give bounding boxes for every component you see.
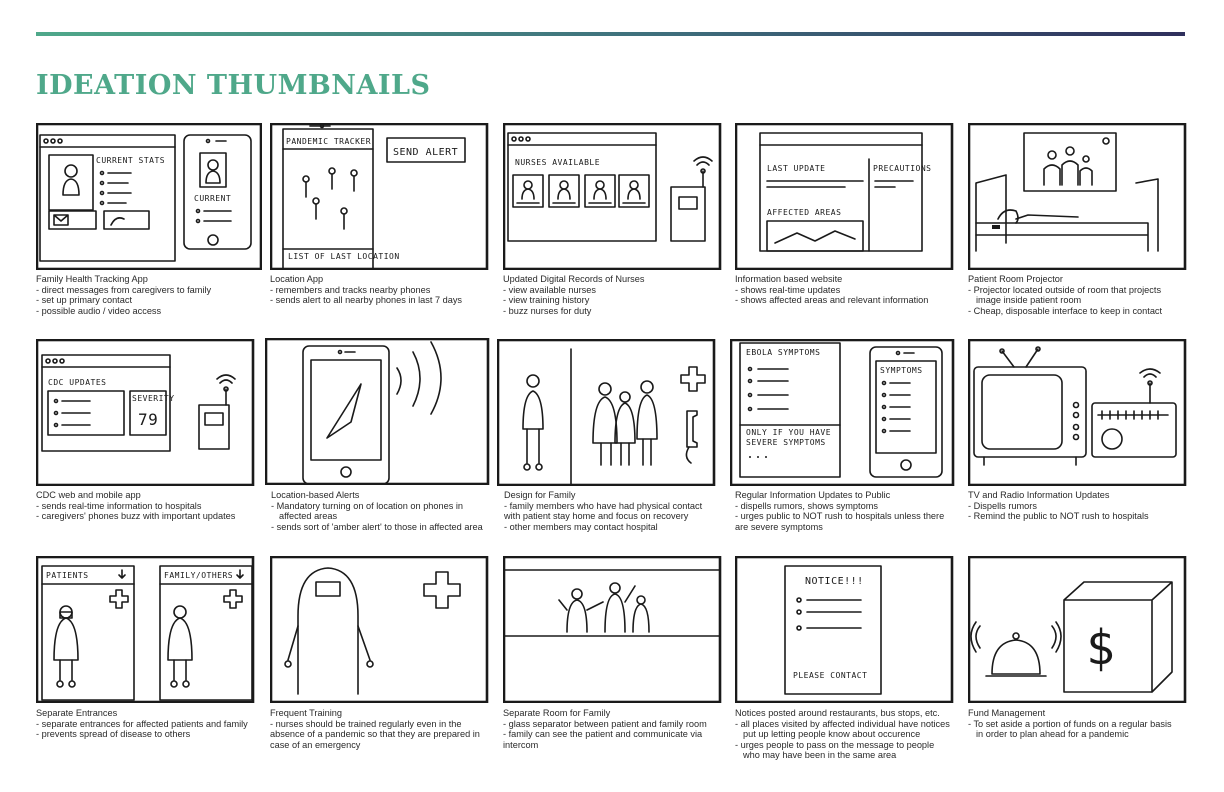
sketch-separate-room: [503, 556, 729, 703]
caption-title: Location App: [270, 274, 324, 284]
label-list-last-location: LIST OF LAST LOCATION: [288, 252, 400, 261]
label-affected-areas: AFFECTED AREAS: [767, 208, 841, 217]
caption-title: Regular Information Updates to Public: [735, 490, 891, 500]
label-severe-symptoms: SEVERE SYMPTOMS: [746, 438, 826, 447]
page-title: IDEATION THUMBNAILS: [36, 70, 431, 101]
label-precautions: PRECAUTIONS: [873, 164, 931, 173]
sketch-location-alerts: [265, 338, 491, 485]
label-severity: SEVERITY: [132, 394, 175, 403]
sketch-public-updates: EBOLA SYMPTOMS ONLY IF YOU HAVE SEVERE S…: [730, 339, 956, 486]
label-notice: NOTICE!!!: [805, 576, 864, 587]
label-symptoms: SYMPTOMS: [880, 366, 923, 375]
caption-title: Information based website: [735, 274, 843, 284]
label-current: CURRENT: [194, 194, 231, 203]
sketch-frequent-training: [270, 556, 496, 703]
caption: Notices posted around restaurants, bus s…: [735, 708, 961, 761]
label-family-others: FAMILY/OTHERS: [164, 571, 233, 580]
sketch-nurse-records: NURSES AVAILABLE: [503, 123, 729, 270]
caption-title: Location-based Alerts: [271, 490, 360, 500]
sketch-family-health-app: CURRENT STATS CURRENT: [36, 123, 262, 270]
sketch-separate-entrances: PATIENTS FAMILY/OTHERS: [36, 556, 262, 703]
label-current-stats: CURRENT STATS: [96, 156, 165, 165]
caption: Separate Entrances - separate entrances …: [36, 708, 262, 740]
label-severity-number: 79: [138, 410, 158, 429]
caption-title: Notices posted around restaurants, bus s…: [735, 708, 940, 718]
caption-title: CDC web and mobile app: [36, 490, 141, 500]
caption-title: TV and Radio Information Updates: [968, 490, 1110, 500]
caption-title: Separate Entrances: [36, 708, 118, 718]
sketch-tv-radio: [968, 339, 1194, 486]
caption: Fund Management - To set aside a portion…: [968, 708, 1194, 740]
label-only-if: ONLY IF YOU HAVE: [746, 428, 831, 437]
sketch-fund-management: $: [968, 556, 1194, 703]
caption: CDC web and mobile app - sends real-time…: [36, 490, 262, 522]
label-send-alert: SEND ALERT: [393, 147, 458, 158]
caption-title: Separate Room for Family: [503, 708, 611, 718]
caption-title: Updated Digital Records of Nurses: [503, 274, 645, 284]
label-cdc-updates: CDC UPDATES: [48, 378, 106, 387]
label-please-contact: PLEASE CONTACT: [793, 671, 867, 680]
caption: Separate Room for Family - glass separat…: [503, 708, 729, 750]
caption: Frequent Training - nurses should be tra…: [270, 708, 496, 750]
label-last-update: LAST UPDATE: [767, 164, 825, 173]
caption-title: Family Health Tracking App: [36, 274, 148, 284]
sketch-room-projector: [968, 123, 1194, 270]
caption: Design for Family - family members who h…: [504, 490, 730, 532]
sketch-info-website: LAST UPDATE PRECAUTIONS AFFECTED AREAS: [735, 123, 961, 270]
sketch-notices: NOTICE!!! PLEASE CONTACT: [735, 556, 961, 703]
caption: Patient Room Projector - Projector locat…: [968, 274, 1194, 316]
caption: Information based website - shows real-t…: [735, 274, 961, 306]
label-nurses-available: NURSES AVAILABLE: [515, 158, 600, 167]
caption-title: Patient Room Projector: [968, 274, 1063, 284]
sketch-design-family: [497, 339, 723, 486]
header-rule: [36, 32, 1185, 36]
caption: TV and Radio Information Updates - Dispe…: [968, 490, 1194, 522]
caption: Location-based Alerts - Mandatory turnin…: [271, 490, 497, 532]
label-dollar: $: [1086, 620, 1115, 676]
caption: Location App - remembers and tracks near…: [270, 274, 496, 306]
label-ebola-symptoms: EBOLA SYMPTOMS: [746, 348, 820, 357]
label-pandemic-tracker: PANDEMIC TRACKER: [286, 137, 371, 146]
caption-title: Fund Management: [968, 708, 1046, 718]
sketch-cdc-app: CDC UPDATES SEVERITY 79: [36, 339, 262, 486]
label-patients: PATIENTS: [46, 571, 89, 580]
caption-title: Design for Family: [504, 490, 576, 500]
caption: Regular Information Updates to Public - …: [735, 490, 961, 532]
caption: Updated Digital Records of Nurses - view…: [503, 274, 729, 316]
caption-title: Frequent Training: [270, 708, 343, 718]
sketch-location-app: PANDEMIC TRACKER LIST OF LAST LOCATION S…: [270, 123, 496, 270]
caption: Family Health Tracking App - direct mess…: [36, 274, 262, 316]
